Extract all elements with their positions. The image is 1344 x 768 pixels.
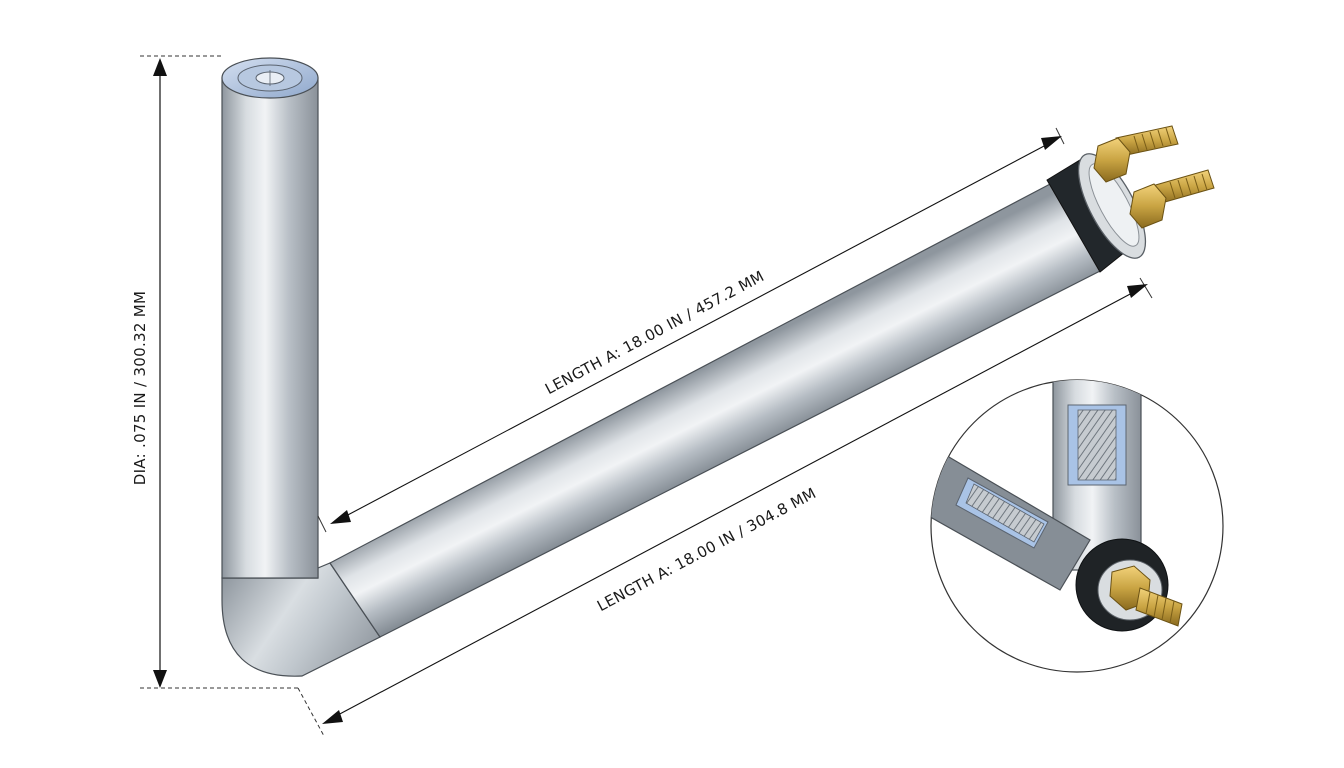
terminal-stud-upper <box>1093 125 1179 183</box>
tube-assembly <box>221 57 1215 677</box>
detail-coil-vertical <box>1077 409 1117 481</box>
detail-brass-stud <box>1135 587 1183 627</box>
upper-dim-tick-left <box>317 515 327 533</box>
vertical-dimension: DIA: .075 IN / 300.32 MM <box>131 55 325 737</box>
detail-coil-diagonal <box>965 483 1045 543</box>
lower-dim-arrow-left <box>322 710 343 724</box>
extension-line-diagonal <box>297 687 325 737</box>
vertical-dimension-label: DIA: .075 IN / 300.32 MM <box>131 291 149 486</box>
terminal-end <box>1046 125 1215 273</box>
detail-inset <box>930 379 1224 673</box>
terminal-nut-lower <box>1129 183 1167 229</box>
upper-dim-tick-right <box>1055 127 1065 145</box>
tube-vertical-leg <box>221 77 319 579</box>
arrowhead-top <box>153 58 167 76</box>
lower-dim-line <box>335 291 1135 717</box>
upper-dim-arrow-left <box>330 510 351 524</box>
terminal-stud-lower <box>1129 169 1215 229</box>
lower-dim-arrow-right <box>1127 284 1148 298</box>
upper-dim-arrow-right <box>1041 136 1062 150</box>
upper-dim-line <box>343 144 1047 518</box>
arrowhead-bottom <box>153 670 167 688</box>
lower-dim-tick-right <box>1139 277 1153 299</box>
terminal-nut-upper <box>1093 137 1131 183</box>
